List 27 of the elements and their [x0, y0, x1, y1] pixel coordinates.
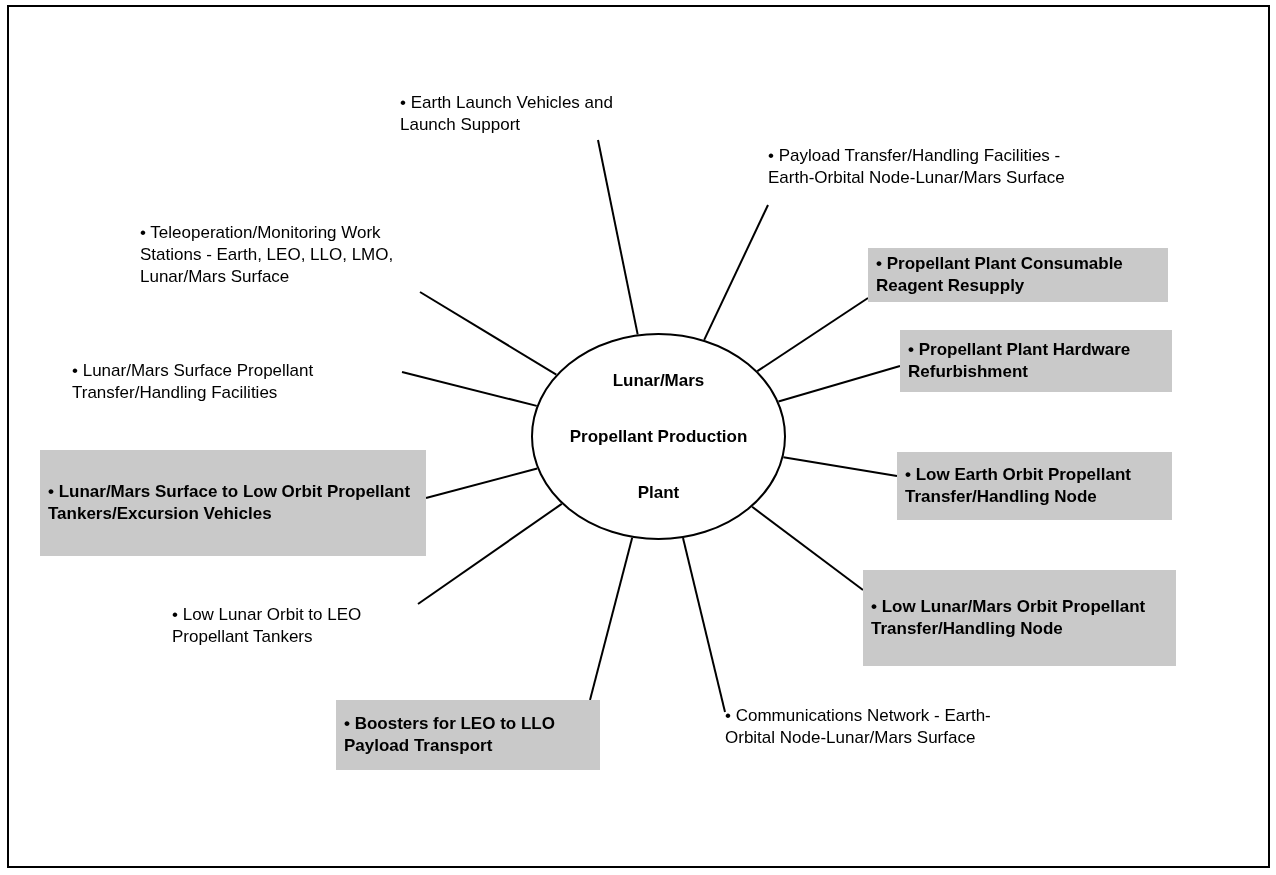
connector-line [425, 467, 539, 499]
item-text: • Earth Launch Vehicles and Launch Support [400, 92, 650, 140]
shaded-text-box: • Lunar/Mars Surface to Low Orbit Propellant Tankers/Excursion Vehicles [40, 450, 426, 556]
shaded-text-box: • Propellant Plant Hardware Refurbishment [900, 330, 1172, 392]
connector-line [777, 365, 901, 403]
connector-line [419, 291, 558, 376]
item-text: • Payload Transfer/Handling Facilities - Earth-Orbital Node-Lunar/Mars Surface [768, 145, 1068, 217]
item-text: • Low Lunar Orbit to LEO Propellant Tankers [172, 604, 422, 656]
shaded-text-box: • Low Lunar/Mars Orbit Propellant Transfer/Handling Node [863, 570, 1176, 666]
connector-line [751, 505, 864, 591]
item-text: • Communications Network - Earth-Orbital Node-Lunar/Mars Surface [725, 705, 1015, 783]
connector-line [682, 537, 726, 713]
center-label: Lunar/Mars [612, 369, 705, 392]
shaded-text-box: • Low Earth Orbit Propellant Transfer/Handling Node [897, 452, 1172, 520]
item-text: • Teleoperation/Monitoring Work Stations - Earth, LEO, LLO, LMO, Lunar/Mars Surface [140, 222, 420, 292]
connector-line [417, 502, 563, 605]
connector-line [401, 371, 538, 407]
connector-line [782, 456, 898, 477]
shaded-text-box: • Boosters for LEO to LLO Payload Transport [336, 700, 600, 770]
connector-line [597, 139, 639, 336]
connector-line [589, 536, 634, 701]
connector-line [703, 204, 769, 341]
center-label: Propellant Production [569, 425, 748, 448]
center-label: Plant [637, 481, 680, 504]
shaded-text-box: • Propellant Plant Consumable Reagent Resupply [868, 248, 1168, 302]
connector-line [756, 297, 869, 373]
item-text: • Lunar/Mars Surface Propellant Transfer/Handling Facilities [72, 360, 362, 410]
